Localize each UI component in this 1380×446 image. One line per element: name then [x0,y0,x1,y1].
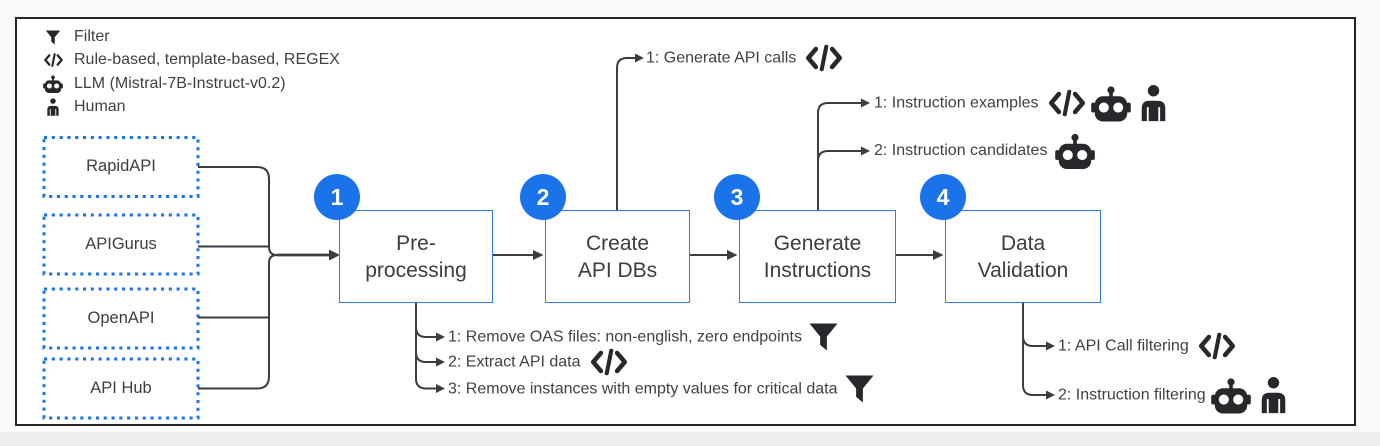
annotation-text: 2: Instruction candidates [874,142,1048,159]
step-label-line: processing [365,258,467,282]
filter-icon [40,30,66,45]
step-label-line: Pre- [396,231,436,255]
step-label-line: Create [585,231,650,255]
human-icon [1139,85,1168,122]
legend-label: Human [74,98,126,115]
source-box-openapi: OpenAPI [44,289,198,348]
source-label: RapidAPI [86,157,156,175]
code-icon [40,53,66,67]
step-label-line: Validation [977,258,1069,282]
annotation-text: 1: Generate API calls [646,49,797,66]
legend-item-human: Human [40,98,126,116]
step-box-create-api-dbs: Create API DBs [545,210,690,303]
step-label-line: Instructions [763,258,872,282]
legend-label: Filter [74,28,110,45]
step-number-3: 3 [714,174,760,220]
annotation-text: 2: Extract API data [448,353,581,370]
llm-icon [1055,133,1095,169]
annotation-text: 1: API Call filtering [1058,337,1189,354]
source-label: OpenAPI [87,309,155,327]
source-label: APIGurus [85,235,157,253]
llm-icon [1211,377,1251,413]
step-label-line: Data [1000,231,1046,255]
annotation-text: 2: Instruction filtering [1058,386,1206,403]
annotation-instruction-candidates: 2: Instruction candidates [874,133,1095,169]
step-label-line: Generate [773,231,862,255]
filter-icon [808,323,839,352]
llm-icon [40,75,66,93]
annotation-text: 3: Remove instances with empty values fo… [448,380,838,397]
code-icon [1047,90,1087,117]
human-icon [40,98,66,116]
annotation-remove-oas-files: 1: Remove OAS files: non-english, zero e… [448,323,839,352]
page-bottom-strip [0,432,1380,446]
main-input-arrow [277,249,340,261]
step-box-preprocessing: Pre- processing [339,210,493,303]
code-icon [589,349,629,376]
legend-label: LLM (Mistral-7B-Instruct-v0.2) [74,75,286,92]
annotation-connectors [415,53,1055,400]
step-number-2: 2 [520,174,566,220]
step-label-line: API DBs [577,258,658,282]
annotation-api-call-filtering: 1: API Call filtering [1058,333,1237,360]
step-arrows [493,250,944,260]
human-icon [1259,377,1288,414]
annotation-remove-empty-instances: 3: Remove instances with empty values fo… [448,375,875,404]
filter-icon [844,375,875,404]
legend-label: Rule-based, template-based, REGEX [74,51,340,68]
source-box-borders [42,136,200,420]
annotation-instruction-examples: 1: Instruction examples [874,85,1168,122]
annotation-text: 1: Remove OAS files: non-english, zero e… [448,328,802,345]
llm-icon [1091,85,1131,121]
legend-item-rule-based: Rule-based, template-based, REGEX [40,51,340,69]
source-label: API Hub [90,379,152,397]
step-box-data-validation: Data Validation [945,210,1101,303]
legend-item-llm: LLM (Mistral-7B-Instruct-v0.2) [40,75,286,93]
step-number-4: 4 [920,174,966,220]
annotation-generate-api-calls: 1: Generate API calls [646,45,844,72]
annotation-extract-api-data: 2: Extract API data [448,349,629,376]
code-icon [1197,333,1237,360]
code-icon [804,45,844,72]
legend-item-filter: Filter [40,28,110,46]
source-box-apigurus: APIGurus [44,215,198,274]
annotation-text: 1: Instruction examples [874,94,1039,111]
source-box-apihub: API Hub [44,359,198,418]
step-number-1: 1 [314,174,360,220]
source-box-rapidapi: RapidAPI [44,137,198,196]
annotation-instruction-filtering: 2: Instruction filtering [1058,377,1288,414]
step-box-generate-instructions: Generate Instructions [739,210,896,303]
source-merge-lines [198,166,278,390]
